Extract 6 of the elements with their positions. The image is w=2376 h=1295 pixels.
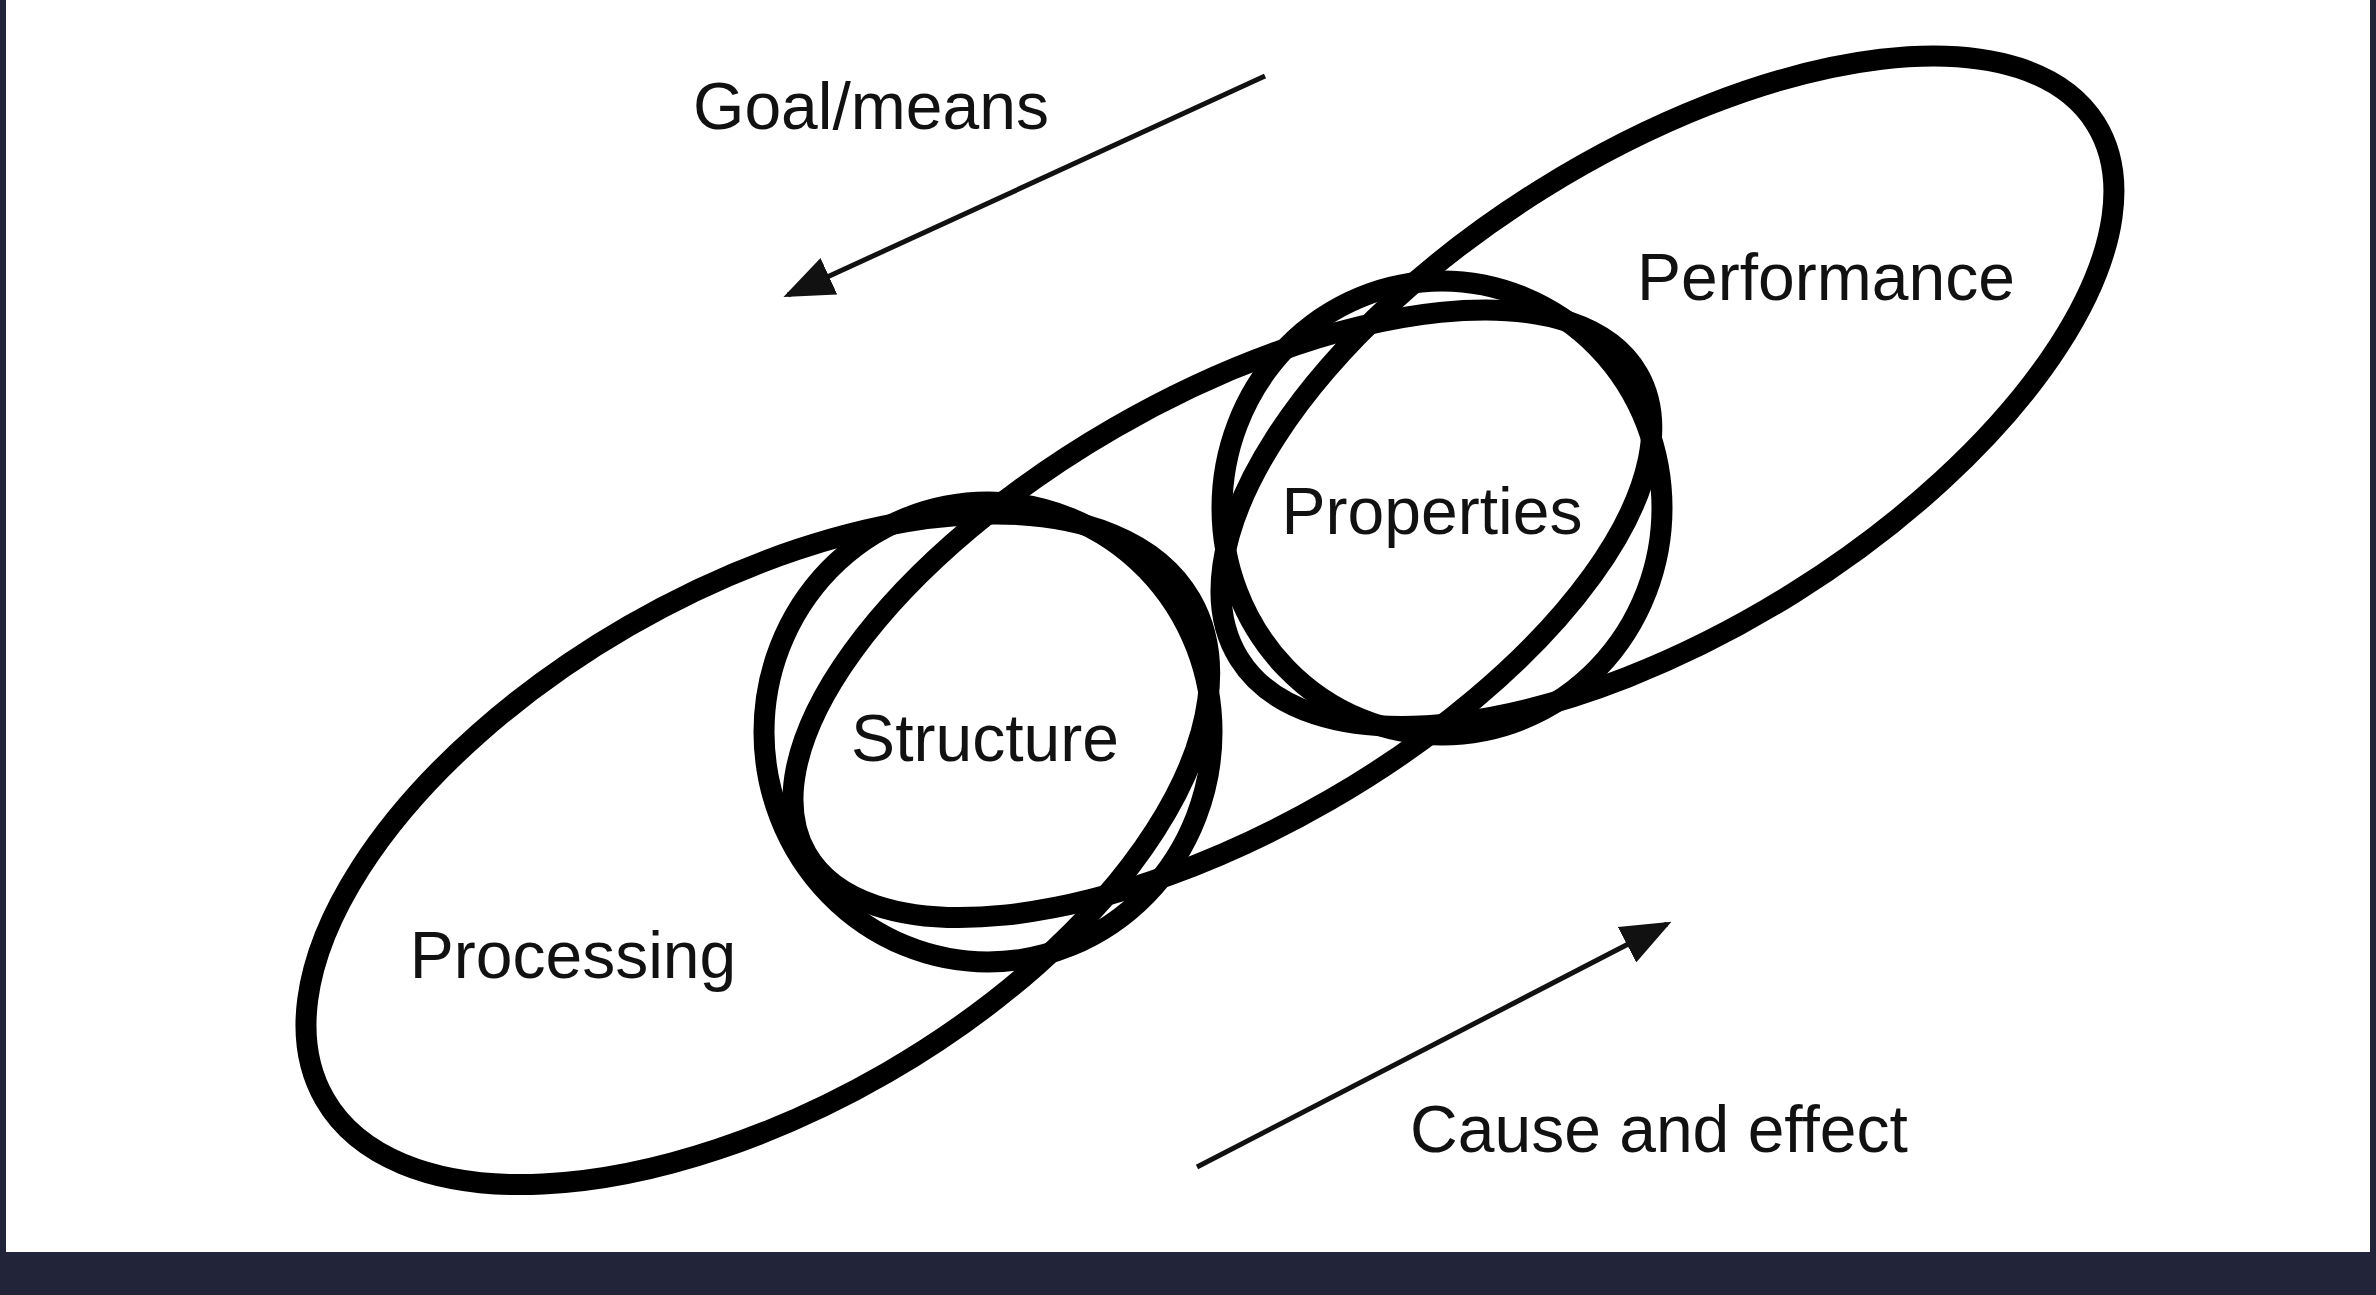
set-label: Properties [1281,473,1583,549]
direction-label: Cause and effect [1410,1091,1908,1167]
set-label: Performance [1637,239,2015,315]
set-label: Processing [409,917,737,993]
set-label: Structure [851,700,1119,776]
direction-label: Goal/means [693,68,1049,144]
